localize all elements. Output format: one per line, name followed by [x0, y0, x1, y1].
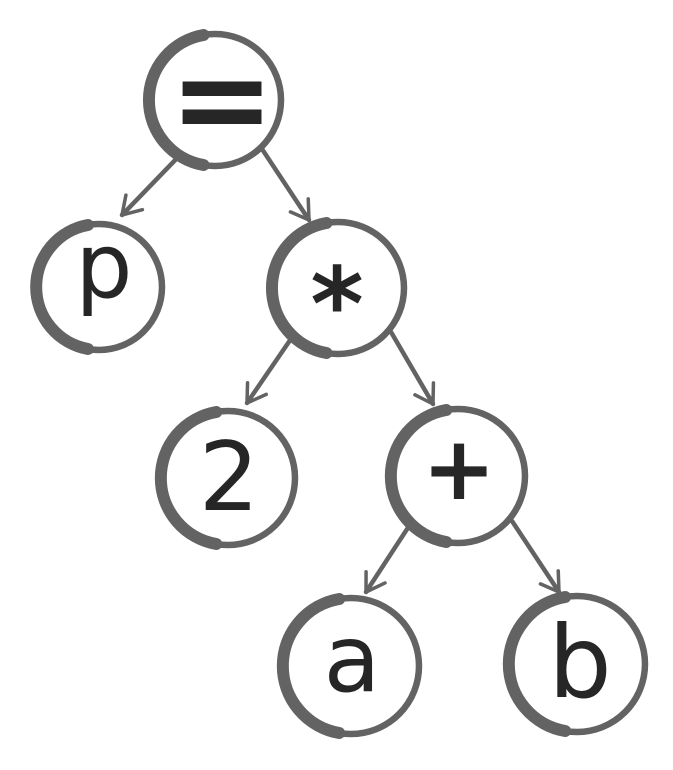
edge-assign-to-multiply	[259, 146, 312, 223]
node-p-label: p	[75, 214, 132, 319]
node-a-label: a	[324, 605, 381, 713]
node-assign-label: =	[169, 25, 275, 172]
edge-add-to-a	[363, 517, 416, 595]
node-multiply: *	[265, 217, 408, 365]
node-assign: =	[142, 25, 285, 172]
node-b-heavy-stroke	[502, 591, 572, 737]
edges	[119, 146, 562, 595]
node-add-heavy-stroke	[384, 404, 453, 548]
edge-multiply-to-add	[388, 329, 436, 407]
node-multiply-heavy-stroke	[265, 217, 333, 359]
node-2: 2	[154, 406, 299, 550]
node-multiply-label: *	[310, 246, 363, 365]
node-b: b	[502, 591, 649, 737]
node-add: +	[384, 404, 529, 548]
node-assign-heavy-stroke	[142, 29, 210, 171]
node-2-label: 2	[199, 423, 259, 533]
node-a-heavy-stroke	[276, 593, 346, 739]
node-p: p	[30, 214, 166, 355]
node-b-label: b	[548, 604, 611, 721]
edge-multiply-to-2	[244, 330, 298, 406]
node-a: a	[276, 593, 423, 739]
edge-add-to-b	[509, 518, 562, 595]
node-p-heavy-stroke	[30, 219, 94, 355]
node-2-heavy-stroke	[154, 406, 223, 550]
edge-assign-to-p	[119, 150, 185, 218]
node-add-label: +	[422, 417, 496, 520]
